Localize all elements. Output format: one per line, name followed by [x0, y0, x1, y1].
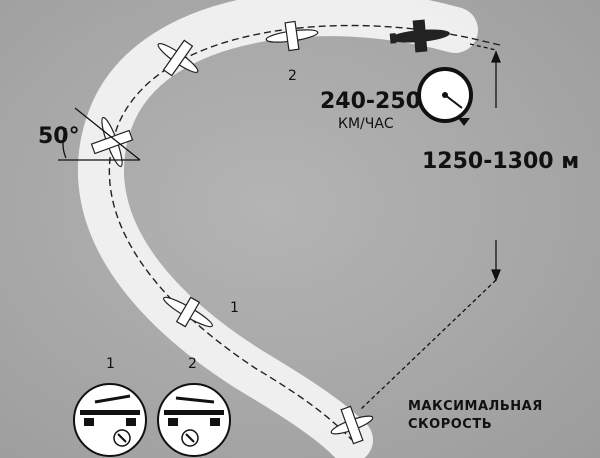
control-stick-diagram-icon: [157, 383, 231, 457]
bank-angle-indicator: [58, 107, 141, 161]
aircraft-icon: [163, 296, 213, 328]
max-speed-label-line1: МАКСИМАЛЬНАЯ: [408, 399, 543, 414]
control-stick-diagram-icon: [73, 383, 147, 457]
aircraft-icon: [389, 19, 450, 53]
inset-1-label: 1: [106, 356, 115, 372]
turn-path-band: [77, 0, 478, 458]
position-1-label: 1: [230, 300, 239, 316]
bank-angle-label: 50°: [38, 124, 80, 149]
inset-2-label: 2: [188, 356, 197, 372]
speed-label: 240-250: [320, 89, 421, 114]
max-speed-label-line2: СКОРОСТЬ: [408, 417, 492, 432]
airspeed-gauge-icon: [417, 67, 473, 126]
speed-unit-label: КМ/ЧАС: [338, 116, 394, 132]
aircraft-icon: [157, 39, 199, 77]
flight-trajectory: [108, 24, 501, 441]
aircraft-icon: [330, 405, 374, 445]
aircraft-icon: [265, 20, 319, 52]
altitude-label: 1250-1300 м: [422, 149, 579, 174]
aircraft-icon: [90, 116, 134, 168]
altitude-bracket: [359, 43, 501, 411]
position-2-label: 2: [288, 68, 297, 84]
